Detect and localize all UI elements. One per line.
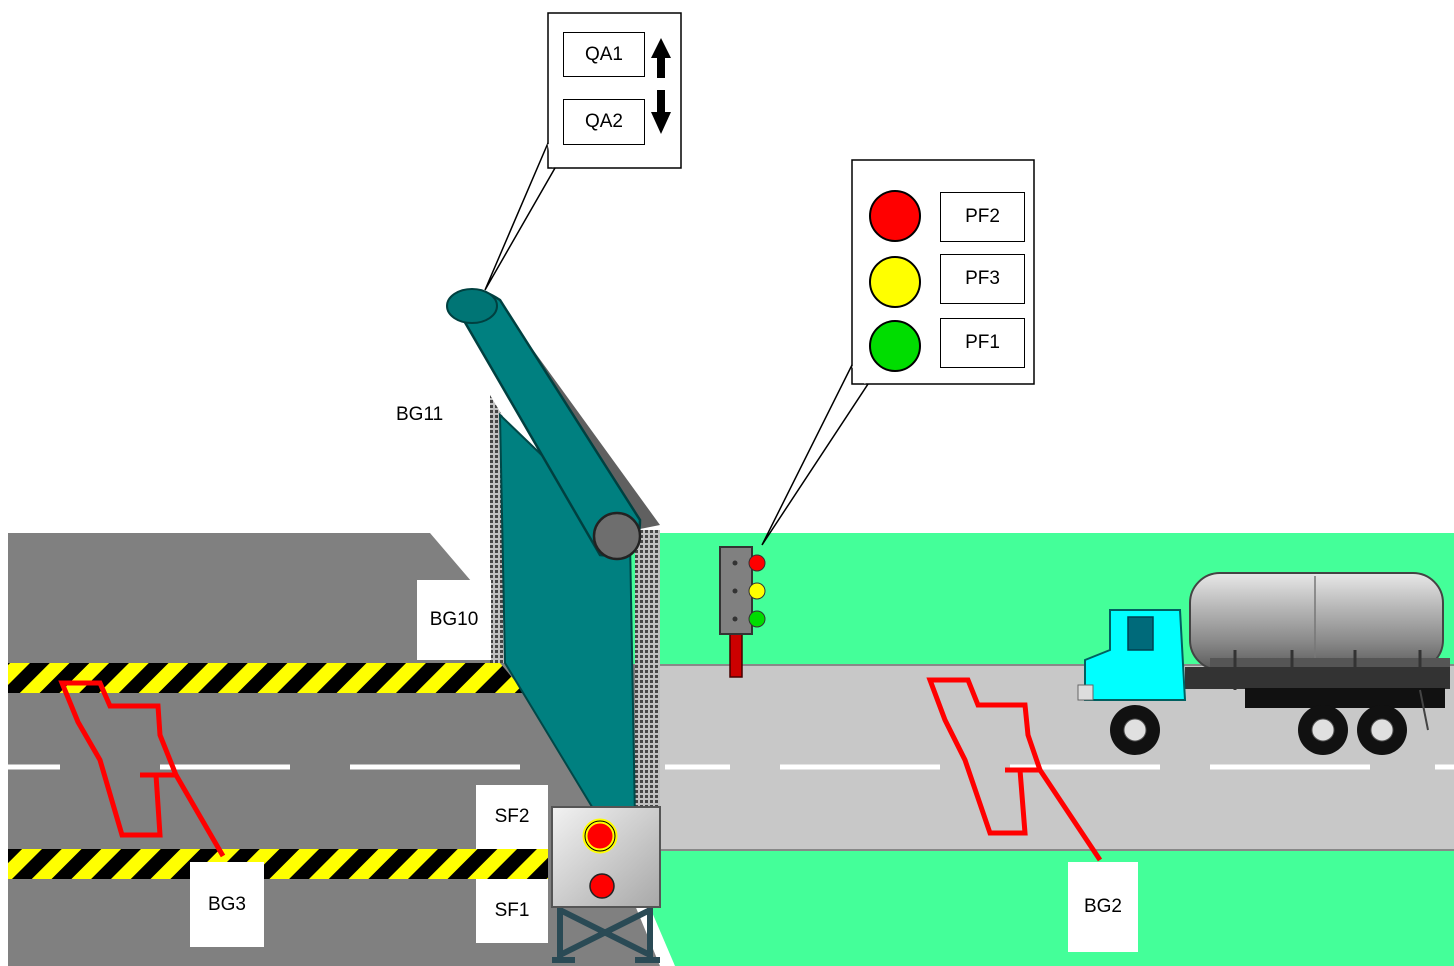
pf3-label: PF3 — [940, 254, 1025, 304]
hazard-stripe-bottom — [8, 849, 548, 879]
indicator-yellow-lamp — [870, 257, 920, 307]
bg11-label: BG11 — [396, 404, 443, 426]
truck-tank — [1190, 573, 1443, 670]
traffic-light-pole — [730, 632, 742, 677]
bg10-label: BG10 — [417, 580, 491, 660]
indicator-red-lamp — [870, 191, 920, 241]
hazard-stripe-top — [8, 663, 525, 693]
pf1-label: PF1 — [940, 318, 1025, 368]
qa1-label: QA1 — [563, 32, 645, 77]
qa2-label: QA2 — [563, 99, 645, 145]
sf2-label: SF2 — [476, 785, 548, 849]
barrier-boom-end — [447, 289, 497, 323]
barrier-pivot — [594, 513, 640, 559]
signal-green-lamp — [749, 611, 765, 627]
truck-chassis — [1185, 667, 1450, 689]
button-sf1[interactable] — [590, 874, 614, 898]
bg3-label: BG3 — [190, 862, 264, 947]
bg2-label: BG2 — [1068, 862, 1138, 952]
signal-red-lamp — [749, 555, 765, 571]
barrier-grille-right — [635, 530, 660, 820]
pf2-label: PF2 — [940, 192, 1025, 242]
sf1-label: SF1 — [476, 879, 548, 943]
signal-yellow-lamp — [749, 583, 765, 599]
indicator-green-lamp — [870, 321, 920, 371]
truck-windshield — [1128, 617, 1153, 650]
